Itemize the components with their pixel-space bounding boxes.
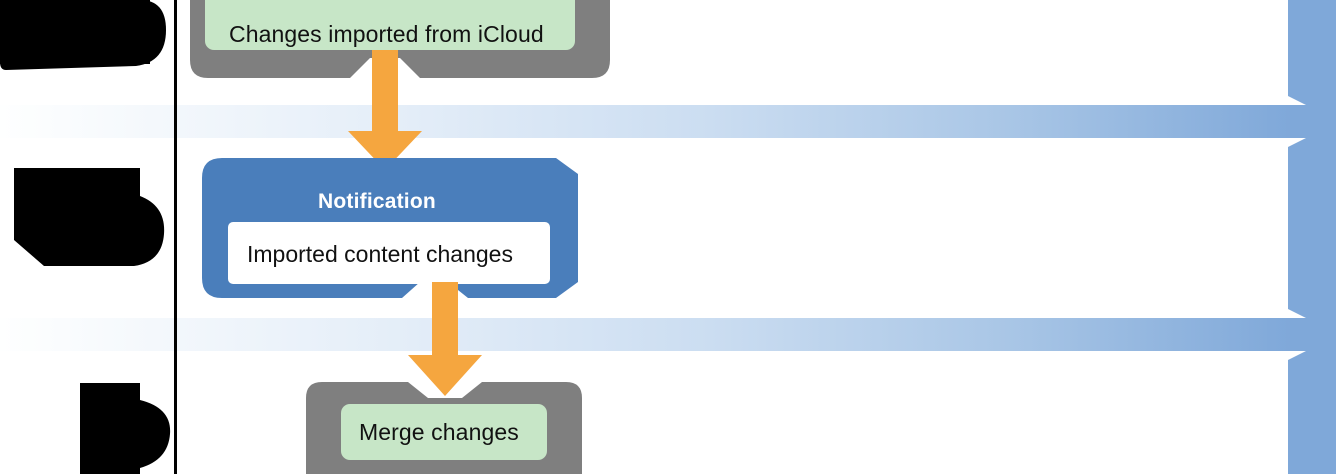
vertical-lane-rail: [1288, 0, 1336, 474]
lane-band-upper: [0, 105, 1292, 138]
merge-changes-chip[interactable]: [341, 404, 547, 460]
notification-title: Notification: [318, 190, 436, 213]
changes-imported-label: Changes imported from iCloud: [229, 21, 544, 47]
lane-divider-line: [174, 0, 177, 474]
notification-body-label: Imported content changes: [247, 241, 513, 267]
notification-body-box: [228, 222, 550, 284]
redacted-label-2: [14, 168, 165, 266]
merge-changes-label: Merge changes: [359, 419, 519, 445]
redacted-label-3: [80, 383, 171, 474]
redacted-label-1: [0, 0, 166, 70]
lane-band-lower: [0, 318, 1292, 351]
changes-imported-chip[interactable]: [205, 0, 575, 50]
